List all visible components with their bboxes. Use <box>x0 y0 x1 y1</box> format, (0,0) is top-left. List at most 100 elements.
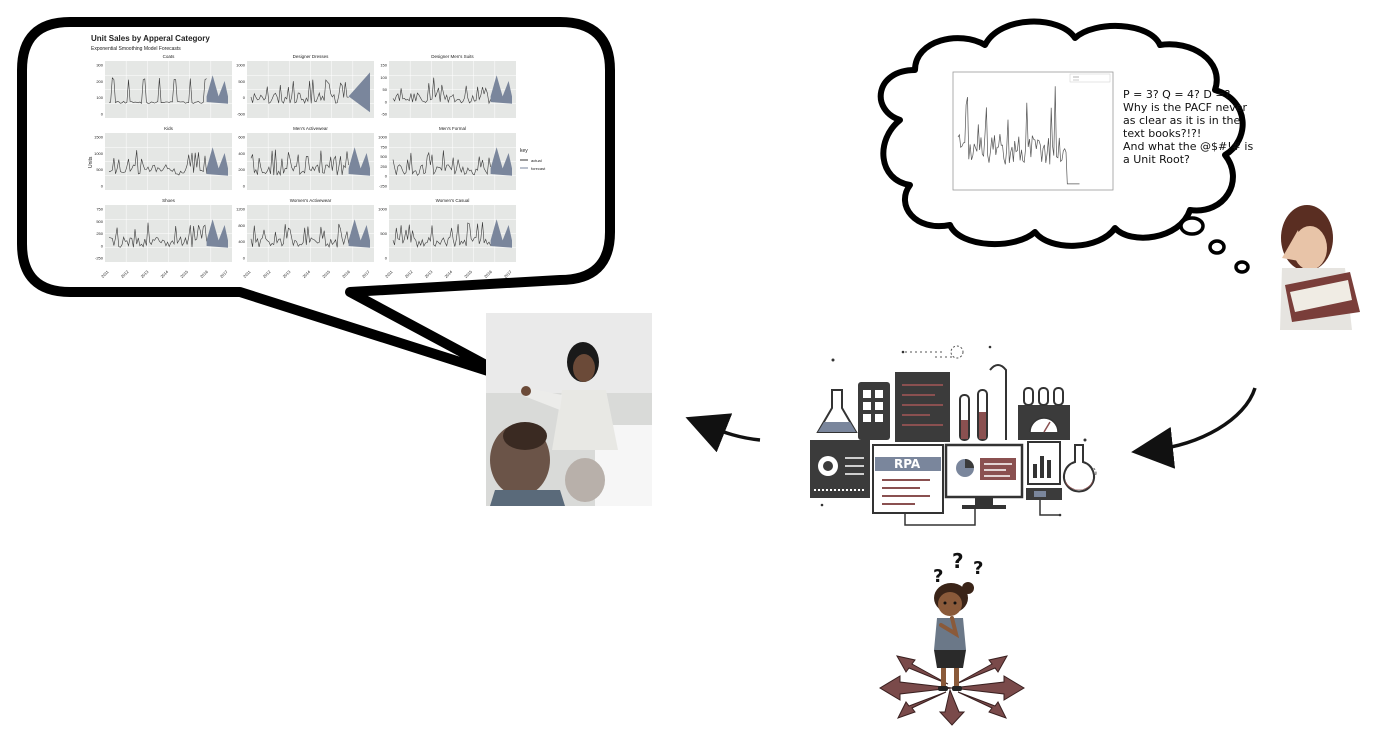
y-tick-label: 1000 <box>94 151 104 156</box>
forecast-band <box>206 75 228 104</box>
x-tick-label: 2015 <box>321 269 331 279</box>
y-tick-label: 0 <box>385 99 388 104</box>
facet-panel-title: Women's Activewear <box>290 198 332 203</box>
y-tick-label: 500 <box>96 219 103 224</box>
y-tick-label: 0 <box>243 184 246 189</box>
y-tick-label: 0 <box>101 243 104 248</box>
y-tick-label: 200 <box>96 79 103 84</box>
y-tick-label: -50 <box>381 112 388 117</box>
x-tick-label: 2015 <box>179 269 189 279</box>
legend-forecast: forecast <box>531 166 546 171</box>
x-tick-label: 2016 <box>483 269 493 279</box>
thought-line-3: as clear as it is in the <box>1123 114 1241 127</box>
y-tick-label: 0 <box>385 256 388 261</box>
y-tick-label: 250 <box>380 164 387 169</box>
x-tick-label: 2012 <box>262 269 272 279</box>
forecast-band <box>348 147 370 176</box>
thought-dot-medium <box>1208 239 1226 255</box>
question-mark-1: ? <box>933 566 943 587</box>
x-tick-label: 2014 <box>159 269 169 279</box>
y-tick-label: 500 <box>96 167 103 172</box>
y-tick-label: 200 <box>238 167 245 172</box>
y-tick-label: 100 <box>380 75 387 80</box>
y-tick-label: 0 <box>101 184 104 189</box>
forecast-band <box>490 219 512 248</box>
facet-panel-title: Designer Dresses <box>293 54 330 59</box>
y-tick-label: 1000 <box>378 207 388 212</box>
x-tick-label: 2011 <box>100 269 110 279</box>
facet-panel-title: Women's Casual <box>436 198 470 203</box>
y-tick-label: -250 <box>379 184 388 189</box>
direction-arrows <box>879 655 1025 726</box>
y-tick-label: 100 <box>96 95 103 100</box>
chart-title: Unit Sales by Apperal Category <box>91 34 210 43</box>
x-tick-label: 2014 <box>443 269 453 279</box>
y-tick-label: 500 <box>238 79 245 84</box>
y-tick-label: 0 <box>243 95 246 100</box>
actual-series <box>392 150 491 176</box>
thought-line-2: Why is the PACF never <box>1123 101 1247 114</box>
x-tick-label: 2017 <box>219 269 229 279</box>
actual-series <box>250 79 349 104</box>
thinking-person-illustration: ? ? ? <box>879 549 1025 726</box>
thought-dot-small <box>1234 260 1250 274</box>
facet-panel: Women's Casual 1000 500 0 <box>378 198 516 262</box>
thought-dot-large <box>1179 216 1205 236</box>
rpa-label: RPA <box>894 457 921 471</box>
x-tick-label: 2011 <box>242 269 252 279</box>
facet-panel-title: Designer Men's Suits <box>431 54 474 59</box>
question-mark-2: ? <box>952 549 964 573</box>
thought-line-1: P = 3? Q = 4? D =? <box>1123 88 1231 101</box>
chart-subtitle: Exponential Smoothing Model Forecasts <box>91 46 181 52</box>
x-tick-label: 2013 <box>140 269 150 279</box>
stressed-reader-photo <box>1280 205 1360 330</box>
forecast-band <box>206 219 228 248</box>
x-tick-label: 2012 <box>404 269 414 279</box>
y-tick-label: 0 <box>385 174 388 179</box>
forecast-band <box>206 147 228 176</box>
facet-panel: Coats 300 200 100 0 <box>96 54 232 118</box>
x-tick-label: 2016 <box>341 269 351 279</box>
y-tick-label: 500 <box>380 231 387 236</box>
y-tick-label: 0 <box>243 256 246 261</box>
actual-series <box>392 77 491 105</box>
actual-series <box>250 223 349 248</box>
y-tick-label: 300 <box>96 63 103 68</box>
y-tick-label: -500 <box>237 112 246 117</box>
x-tick-label: 2017 <box>503 269 513 279</box>
actual-series <box>108 77 207 105</box>
arrow-to-presenter <box>685 413 761 453</box>
cloud-series-line <box>957 86 1080 185</box>
forecast-band <box>490 75 512 104</box>
actual-series <box>250 149 349 176</box>
thought-cloud: P = 3? Q = 4? D =? Why is the PACF never… <box>877 18 1253 274</box>
y-tick-label: -250 <box>95 256 104 261</box>
chart-legend: key actual forecast <box>520 148 546 171</box>
x-tick-label: 2017 <box>361 269 371 279</box>
y-tick-label: 1000 <box>236 63 246 68</box>
y-tick-label: 0 <box>101 112 104 117</box>
actual-series <box>108 150 207 176</box>
facet-panel-title: Kids <box>164 126 174 131</box>
forecast-band <box>348 219 370 248</box>
thought-line-6: a Unit Root? <box>1123 153 1190 166</box>
thought-line-4: text books?!?! <box>1123 127 1201 140</box>
y-tick-label: 250 <box>96 231 103 236</box>
y-tick-label: 50 <box>383 87 388 92</box>
x-tick-label: 2014 <box>301 269 311 279</box>
facet-panel-title: Coats <box>163 54 176 59</box>
x-tick-label: 2011 <box>384 269 394 279</box>
x-tick-label: 2013 <box>424 269 434 279</box>
x-tick-label: 2015 <box>463 269 473 279</box>
presenter-photo <box>486 313 652 506</box>
facet-panel-title: Shoes <box>162 198 176 203</box>
cloud-plot-frame <box>952 71 1114 191</box>
rpa-machine-illustration: RPA <box>810 345 1097 526</box>
y-tick-label: 800 <box>238 223 245 228</box>
